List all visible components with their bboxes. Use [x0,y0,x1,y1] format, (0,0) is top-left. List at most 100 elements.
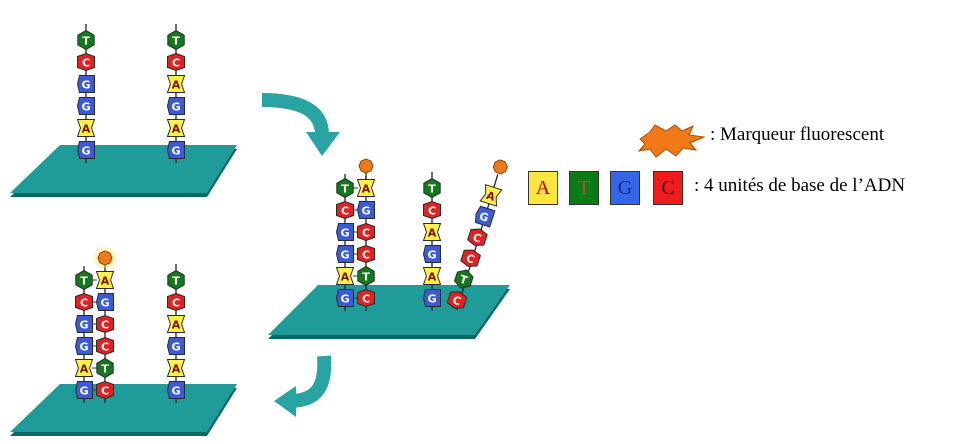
curved-arrow-step-2 [274,356,324,417]
nucleotide-c: C [97,338,114,355]
nucleotide-a: A [424,224,441,241]
nucleotide-a: A [168,316,185,333]
nucleotide-g: G [337,290,354,307]
svg-text:C: C [172,297,180,310]
fluorescent-marker-label: : Marqueur fluorescent [710,124,884,146]
svg-text:A: A [172,79,181,92]
nucleotide-g: G [76,338,93,355]
nucleotide-g: G [337,246,354,263]
legend-base-t: T [569,171,599,205]
svg-text:T: T [80,275,88,288]
nucleotide-a: A [168,360,185,377]
nucleotide-g: G [424,290,441,307]
nucleotide-c: C [358,246,375,263]
legend-base-c-letter: C [661,177,674,199]
panel-1-probes: TCGGAGTCAGAG [78,24,185,163]
svg-text:T: T [172,275,180,288]
nucleotide-a: A [358,180,375,197]
svg-text:C: C [362,293,370,306]
svg-text:C: C [82,57,90,70]
nucleotide-g: G [168,142,185,159]
nucleotide-g: G [337,224,354,241]
legend-base-t-letter: T [578,177,590,199]
nucleotide-c: C [168,54,185,71]
nucleotide-t: T [168,271,184,290]
nucleotide-g: G [78,76,95,93]
nucleotide-t: T [78,31,94,50]
svg-text:C: C [362,249,370,262]
nucleotide-g: G [168,338,185,355]
fluorescent-marker [493,160,507,174]
nucleotide-c: C [168,294,185,311]
nucleotide-a: A [480,185,501,206]
svg-text:G: G [79,319,88,332]
svg-text:A: A [101,275,110,288]
svg-text:A: A [172,123,181,136]
nucleotide-c: C [97,316,114,333]
nucleotide-c: C [460,247,481,268]
nucleotide-a: A [337,268,354,285]
svg-text:A: A [428,227,437,240]
dna-strands: TCGGAGTCAGAGTCGGAGAGCCTCTCAGAGAGCCTCTCGG… [76,24,508,403]
svg-text:A: A [172,319,181,332]
nucleotide-a: A [168,120,185,137]
svg-text:G: G [427,249,436,262]
svg-text:A: A [341,271,350,284]
nucleotide-g: G [97,294,114,311]
nucleotide-c: C [337,202,354,219]
nucleotide-c: C [97,382,114,399]
nucleotide-a: A [168,76,185,93]
nucleotide-c: C [467,227,488,248]
svg-text:G: G [171,101,180,114]
nucleotide-c: C [358,290,375,307]
plate-panel-1 [10,145,237,197]
nucleotide-t: T [97,359,113,378]
dna-bases-label: : 4 unités de base de l’ADN [694,175,905,197]
svg-text:G: G [79,341,88,354]
svg-text:G: G [100,297,109,310]
nucleotide-g: G [473,206,494,227]
nucleotide-c: C [424,202,441,219]
legend-base-a-letter: A [536,177,550,199]
svg-text:T: T [362,271,370,284]
svg-text:A: A [428,271,437,284]
svg-text:G: G [81,101,90,114]
svg-text:C: C [428,205,436,218]
nucleotide-a: A [78,120,95,137]
nucleotide-g: G [424,246,441,263]
svg-text:T: T [101,363,109,376]
curved-arrow-step-1 [262,100,340,156]
svg-text:G: G [427,293,436,306]
legend-base-c: C [653,171,683,205]
nucleotide-g: G [168,382,185,399]
svg-text:T: T [82,35,90,48]
svg-text:A: A [172,363,181,376]
svg-text:A: A [362,183,371,196]
nucleotide-a: A [76,360,93,377]
nucleotide-a: A [424,268,441,285]
svg-text:T: T [428,183,436,196]
nucleotide-g: G [358,202,375,219]
svg-text:A: A [82,123,91,136]
svg-text:G: G [81,145,90,158]
svg-text:C: C [341,205,349,218]
fluorescent-marker-legend-icon [639,125,704,157]
svg-text:C: C [80,297,88,310]
legend-base-a: A [528,171,558,205]
nucleotide-a: A [97,272,114,289]
fluorescent-marker [359,159,373,173]
svg-text:G: G [171,341,180,354]
svg-text:C: C [172,57,180,70]
nucleotide-g: G [168,98,185,115]
svg-text:T: T [172,35,180,48]
nucleotide-g: G [76,316,93,333]
